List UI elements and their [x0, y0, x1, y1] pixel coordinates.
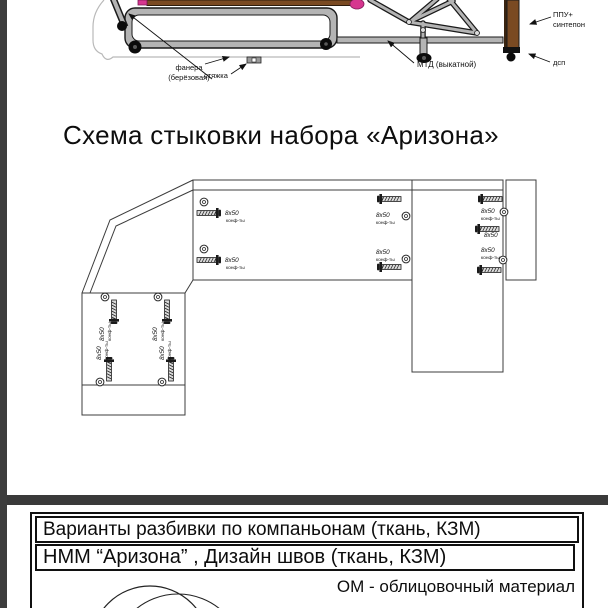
screw-icon — [196, 255, 221, 265]
detail-circle-diagram — [103, 585, 220, 608]
fastener-label-size: 8x50 — [225, 210, 239, 217]
section-ottoman-front — [81, 384, 186, 416]
panel-base — [503, 47, 520, 53]
leader-mtd — [387, 40, 415, 64]
washer-icon — [401, 254, 411, 264]
footer-row-variants: Варианты разбивки по компаньонам (ткань,… — [35, 516, 579, 543]
washer-icon — [199, 197, 209, 207]
fastener-label-size: 8x50 — [152, 327, 159, 341]
label-chipboard: дсп — [553, 58, 565, 67]
sofa-mechanism-diagram: фанера (берёзовая) стяжка МТД (выкатной)… — [92, 0, 585, 82]
section-side-strip — [505, 179, 537, 281]
fastener-label-type: конф-ты — [481, 255, 500, 261]
leader-plywood-2 — [204, 55, 230, 65]
screw-icon — [477, 265, 502, 275]
mattress-corner-left — [137, 0, 148, 6]
scissor-arms — [368, 0, 479, 40]
caster-post — [419, 37, 428, 56]
screw-icon — [475, 224, 500, 234]
leader-chipboard — [528, 53, 551, 63]
washer-icon — [95, 377, 105, 387]
bed-frame-inner — [131, 14, 331, 42]
screw-icon — [478, 194, 503, 204]
fastener-label-type: конф-ты — [167, 341, 173, 360]
tie-fitting-detail — [251, 57, 257, 63]
washer-icon — [401, 211, 411, 221]
scissor-pivot — [474, 30, 480, 36]
detail-circle-2 — [136, 593, 220, 608]
section-separator — [7, 495, 608, 505]
fastener-label-type: конф-ты — [226, 265, 245, 271]
pivot-wheel — [117, 21, 127, 31]
footer-table: Варианты разбивки по компаньонам (ткань,… — [30, 512, 584, 608]
scissor-pivot — [406, 19, 412, 25]
label-foam: ППУ+ — [553, 10, 574, 19]
footer-row1-text: Варианты разбивки по компаньонам (ткань,… — [43, 518, 481, 540]
roller-left-hub — [133, 45, 137, 49]
leader-tie — [230, 63, 247, 75]
fastener-label-size: 8x50 — [481, 208, 495, 215]
screw-icon — [196, 208, 221, 218]
roller-right-hub — [324, 42, 328, 46]
washer-icon — [499, 207, 509, 217]
fastener-label-type: конф-ты — [226, 218, 245, 224]
panel-wheel — [506, 52, 516, 62]
fastener-label-type: конф-ты — [107, 322, 113, 341]
screw-icon — [104, 356, 114, 382]
page-title: Схема стыковки набора «Аризона» — [63, 120, 499, 150]
fastener-label-type: конф-ты — [376, 257, 395, 263]
washer-icon — [498, 255, 508, 265]
fastener-label-size: 8x50 — [99, 327, 106, 341]
footer-row-design: НММ “Аризона” , Дизайн швов (ткань, КЗМ) — [35, 544, 575, 571]
scissor-mechanism — [367, 0, 480, 41]
caster-hub — [422, 56, 426, 60]
label-foam-2: синтепон — [553, 20, 585, 29]
fastener-label-size: 8x50 — [484, 232, 498, 239]
corner-outer-edge — [81, 179, 194, 294]
fastener-label-type: конф-ты — [160, 322, 166, 341]
fastener-label-size: 8x50 — [96, 346, 103, 360]
corner-joint-lines — [82, 279, 194, 294]
screw-icon — [377, 194, 402, 204]
wood-slat — [146, 0, 353, 6]
footer-row2-text: НММ “Аризона” , Дизайн швов (ткань, КЗМ) — [43, 546, 447, 568]
sofa-body-outline — [92, 0, 360, 60]
washer-icon — [157, 377, 167, 387]
leader-plywood-1 — [128, 13, 213, 80]
washer-icon — [199, 244, 209, 254]
corner-inner-edge — [89, 189, 194, 294]
screw-icon — [109, 299, 119, 325]
fastener-label-size: 8x50 — [376, 212, 390, 219]
facing-material-note: ОМ - облицовочный материал — [336, 577, 575, 596]
panel-edge — [504, 0, 507, 49]
fastener-label-size: 8x50 — [159, 346, 166, 360]
chipboard-panel — [506, 0, 520, 50]
section-chaise — [411, 179, 504, 373]
screw-icon — [377, 262, 402, 272]
detail-circle-1 — [103, 585, 197, 608]
fastener-label-type: конф-ты — [481, 216, 500, 222]
label-tie: стяжка — [204, 71, 229, 80]
page-edge-strip — [0, 0, 7, 608]
washer-icon — [153, 292, 163, 302]
label-plywood: фанера — [176, 63, 204, 72]
washer-icon — [100, 292, 110, 302]
fastener-label-type: конф-ты — [376, 220, 395, 226]
fastener-label-size: 8x50 — [481, 247, 495, 254]
screw-icon — [162, 299, 172, 325]
mattress-corner-right — [349, 0, 365, 10]
fastener-symbols: 8x50конф-ты8x50конф-ты8x50конф-ты8x50кон… — [95, 194, 509, 387]
screw-icon — [166, 356, 176, 382]
assembly-scheme-diagram: 8x50конф-ты8x50конф-ты8x50конф-ты8x50кон… — [81, 179, 537, 416]
fastener-label-size: 8x50 — [225, 257, 239, 264]
scissor-pivot — [420, 27, 426, 33]
label-mtd: МТД (выкатной) — [417, 60, 477, 69]
label-plywood-2: (берёзовая) — [168, 73, 210, 82]
fastener-label-type: конф-ты — [104, 341, 110, 360]
leader-foam — [529, 16, 552, 25]
fastener-label-size: 8x50 — [376, 249, 390, 256]
